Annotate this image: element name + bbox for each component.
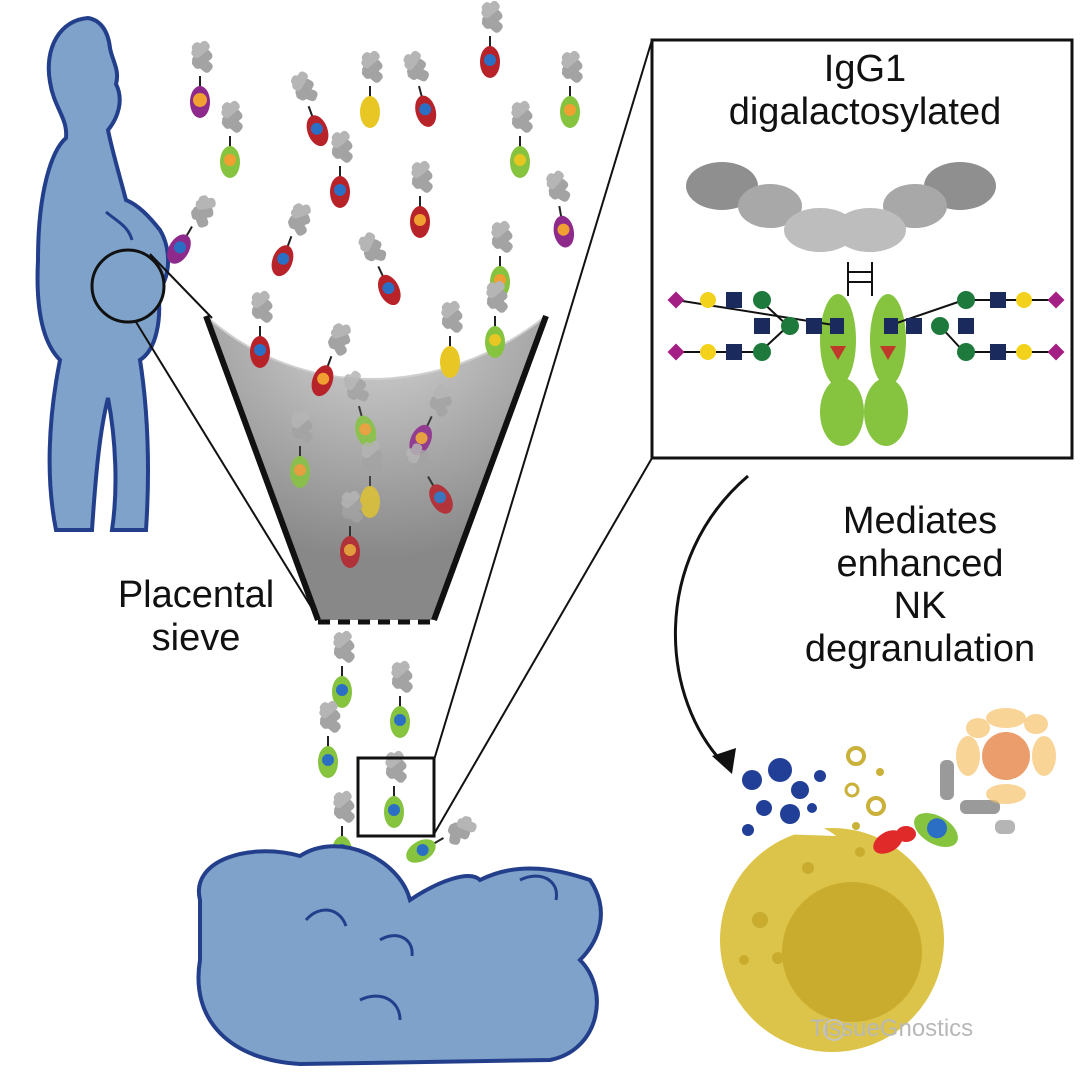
effect-arrow-head (712, 748, 736, 774)
zoom-line-top (149, 253, 213, 319)
bound-antibody-arms (940, 760, 1015, 834)
bound-antibody (914, 812, 958, 848)
mother-silhouette (35, 15, 171, 532)
fc-receptor (873, 830, 903, 854)
effect-label-line2: enhanced (836, 542, 1004, 585)
inset-title: IgG1 digalactosylated (655, 48, 1075, 133)
sieve-label-line2: sieve (151, 616, 241, 659)
inset-title-line1: IgG1 (823, 48, 907, 90)
womb-zoom-circle (90, 248, 166, 324)
zoom-selection-box (356, 756, 436, 838)
baby-silhouette (196, 844, 603, 1067)
sieve-label-line1: Placental (117, 574, 275, 616)
maternal-antibodies (167, 0, 586, 568)
effect-arrow (674, 474, 749, 768)
effect-label-line1: Mediates (842, 500, 998, 542)
zoom-line-inset-bottom (433, 457, 653, 835)
inset-title-line2: digalactosylated (728, 90, 1002, 133)
effect-label-line3: NK (893, 585, 947, 628)
igg1-detail (667, 162, 1065, 446)
watermark-icon (823, 1019, 845, 1041)
granules-blue (742, 758, 826, 836)
zoom-line-bottom (135, 321, 319, 619)
zoom-line-inset-top (433, 39, 653, 761)
granules-yellow (844, 746, 886, 830)
watermark-text: TissueGnostics (810, 1015, 974, 1042)
fc-receptor-tip (896, 826, 916, 842)
effect-label: Mediates enhanced NK degranulation (770, 500, 1070, 670)
nk-cell (720, 824, 944, 1052)
effect-label-line4: degranulation (804, 627, 1036, 670)
placental-sieve-label: Placental sieve (86, 574, 306, 659)
target-cell (956, 708, 1056, 804)
